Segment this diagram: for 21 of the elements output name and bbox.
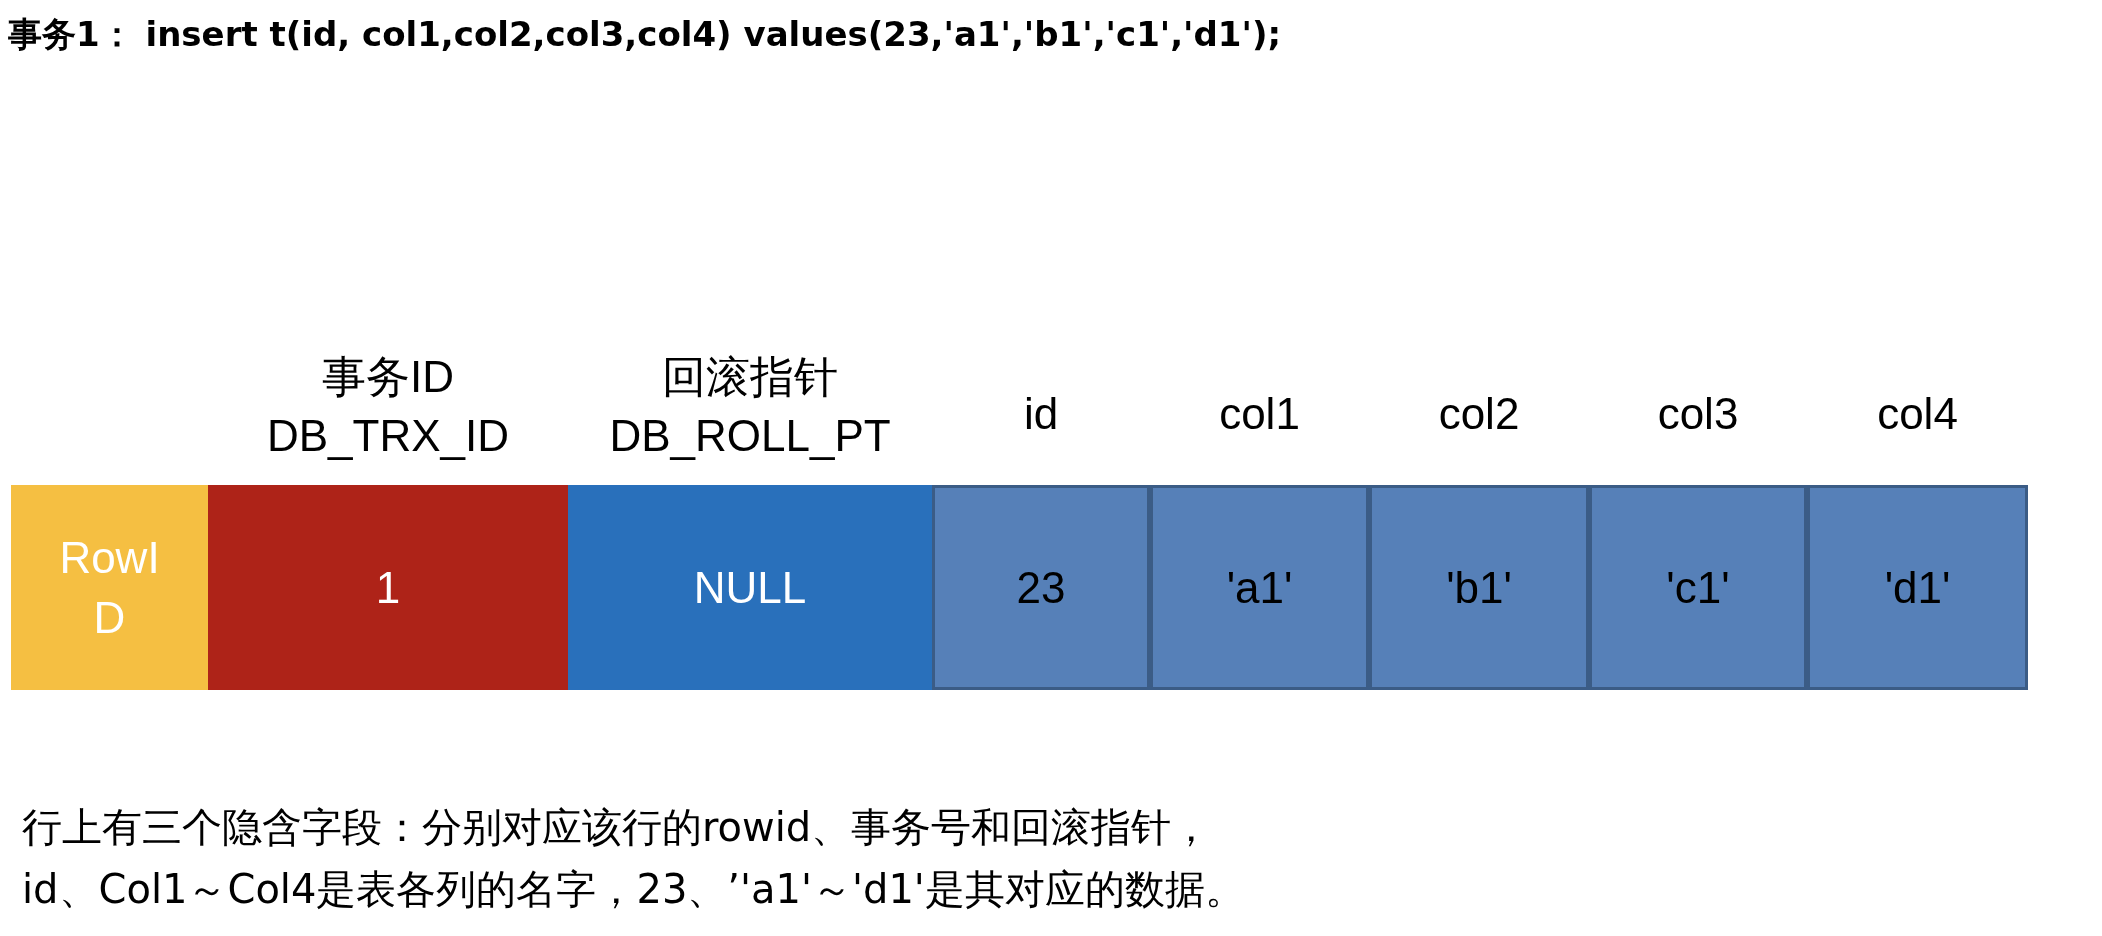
- column-name: DB_ROLL_PT: [609, 411, 891, 460]
- field-name: id: [1023, 389, 1059, 438]
- note-text: 行上有三个隐含字段：分别对应该行的rowid、事务号和回滚指针，: [22, 803, 1212, 852]
- field-value: 1: [375, 561, 401, 614]
- field-name: 回滚指针: [662, 353, 838, 402]
- note-text: id、Col1～Col4是表各列的名字，23、’'a1'～'d1'是其对应的数据。: [22, 865, 1245, 914]
- field-cell: [11, 485, 208, 690]
- field-name: col1: [1219, 389, 1300, 438]
- field-name: col2: [1438, 389, 1520, 438]
- field-name: col4: [1877, 389, 1958, 438]
- field-value: 'b1': [1446, 561, 1512, 614]
- field-value: 'a1': [1226, 561, 1293, 614]
- field-value: NULL: [693, 561, 807, 614]
- field-value: 'd1': [1884, 561, 1951, 614]
- field-value: RowID: [58, 532, 161, 644]
- field-name: col3: [1657, 389, 1739, 438]
- title: 事务1： insert t(id, col1,col2,col3,col4) values(23,'a1','b1','c1','d1');: [8, 13, 1282, 56]
- field-value: 'c1': [1666, 561, 1730, 614]
- field-name: 事务ID: [322, 353, 454, 402]
- field-value: 23: [1016, 561, 1066, 614]
- column-name: DB_TRX_ID: [266, 411, 510, 460]
